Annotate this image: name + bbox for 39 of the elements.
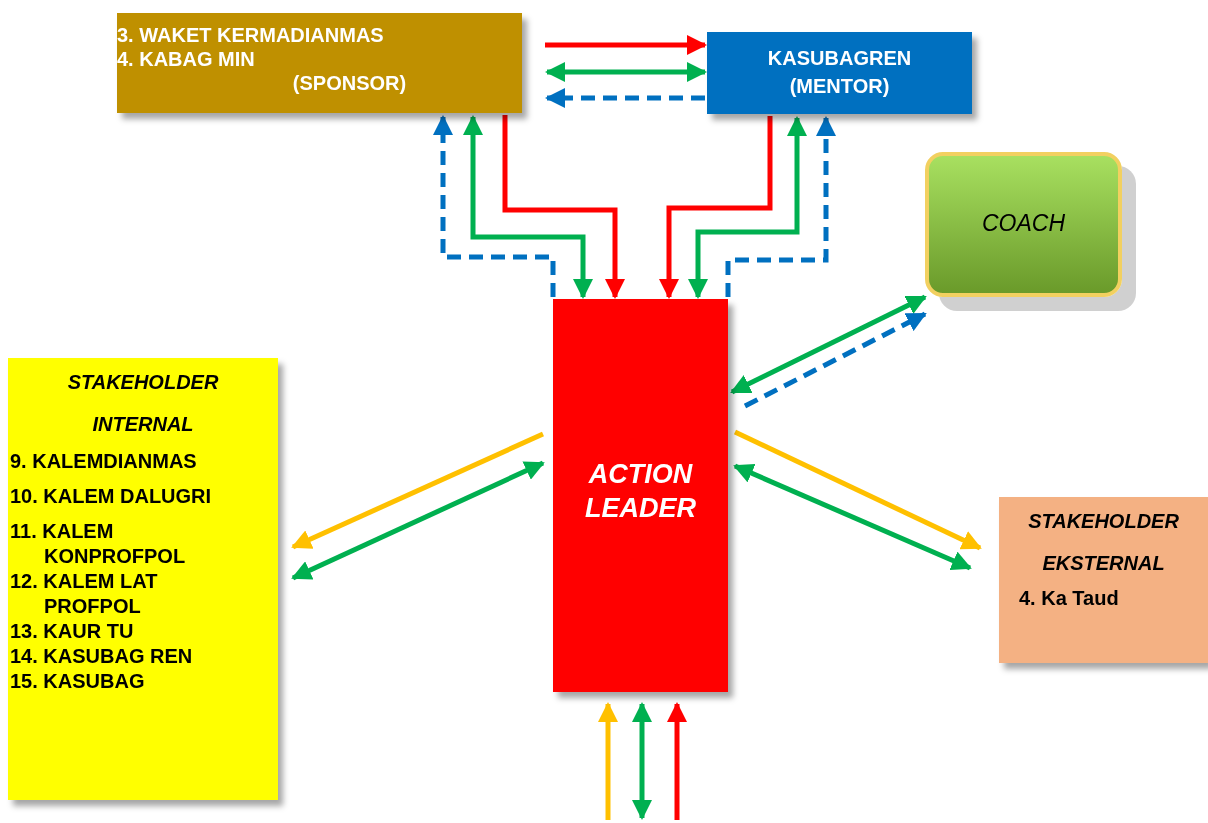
- list-item: 14. KASUBAG REN: [10, 644, 193, 669]
- arrow: [545, 62, 707, 82]
- list-item: 11. KALEM KONPROFPOL: [10, 519, 187, 569]
- arrow: [463, 115, 593, 299]
- list-item: 4. KABAG MIN: [117, 47, 255, 71]
- list-item: 15. KASUBAG: [10, 669, 145, 694]
- stakeholder-box: [999, 497, 1208, 663]
- list-item: 13. KAUR TU: [10, 619, 134, 644]
- list-item: 10. KALEM DALUGRI: [10, 484, 212, 509]
- stakeholder-box: [8, 358, 278, 800]
- role-label: (SPONSOR): [291, 71, 407, 95]
- arrow: [545, 35, 707, 55]
- arrow: [502, 115, 625, 299]
- arrow: [598, 702, 618, 820]
- arrow: [433, 115, 556, 297]
- arrow: [688, 116, 807, 299]
- arrow: [730, 294, 927, 395]
- arrow: [291, 460, 545, 581]
- mentor-box: [707, 32, 972, 114]
- arrow: [291, 431, 545, 550]
- arrow: [725, 116, 836, 297]
- action-leader-box: [553, 299, 728, 692]
- sponsor-box: [117, 13, 522, 113]
- arrow: [632, 702, 652, 820]
- list-item: 3. WAKET KERMADIANMAS: [117, 23, 384, 47]
- list-item: 9. KALEMDIANMAS: [10, 449, 197, 474]
- arrow: [743, 311, 927, 409]
- box-title: ACTION LEADER: [584, 458, 697, 525]
- box-title: STAKEHOLDER EKSTERNAL: [1028, 509, 1179, 576]
- arrow: [545, 88, 705, 108]
- arrow: [667, 702, 687, 820]
- list-item: 4. Ka Taud: [1019, 586, 1119, 611]
- list-item: 12. KALEM LAT PROFPOL: [10, 569, 159, 619]
- arrow: [733, 463, 972, 571]
- arrow: [659, 116, 773, 299]
- box-title: KASUBAGREN (MENTOR): [766, 46, 913, 99]
- box-title: COACH: [980, 210, 1067, 237]
- arrow: [733, 429, 982, 551]
- box-title: STAKEHOLDER INTERNAL: [67, 370, 219, 437]
